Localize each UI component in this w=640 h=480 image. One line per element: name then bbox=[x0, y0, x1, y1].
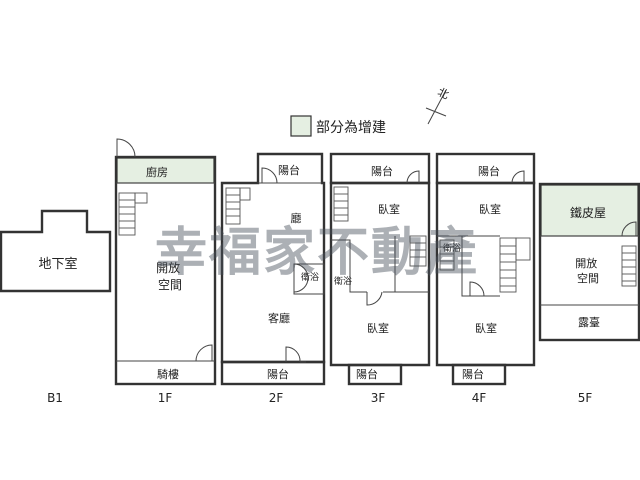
room-kitchen: 廚房 bbox=[146, 165, 168, 179]
floor-4f: 陽台 臥室 衛浴 臥室 陽台 4F bbox=[435, 152, 536, 405]
room-bedroom-bottom-3f: 臥室 bbox=[367, 321, 389, 335]
room-iron-house: 鐵皮屋 bbox=[570, 205, 606, 220]
floor-label-4f: 4F bbox=[472, 391, 487, 405]
room-balcony-bottom-3f: 陽台 bbox=[356, 367, 378, 381]
room-open-space-1f: 開放 空間 bbox=[156, 260, 184, 292]
open-space-1f-line2: 空間 bbox=[158, 278, 182, 292]
room-bedroom-top-4f: 臥室 bbox=[479, 202, 501, 216]
room-balcony-top-4f: 陽台 bbox=[478, 164, 500, 178]
room-living-2f: 客廳 bbox=[268, 311, 290, 325]
room-bedroom-bottom-4f: 臥室 bbox=[475, 321, 497, 335]
room-basement: 地下室 bbox=[38, 256, 77, 272]
floor-label-5f: 5F bbox=[578, 391, 593, 405]
north-arrow-icon: 北 bbox=[425, 85, 451, 125]
room-bedroom-top-3f: 臥室 bbox=[378, 202, 400, 216]
open-space-5f-line2: 空間 bbox=[577, 271, 599, 285]
legend: 部分為增建 bbox=[290, 115, 386, 137]
open-space-5f-line1: 開放 bbox=[575, 256, 597, 270]
floor-label-b1: B1 bbox=[47, 391, 63, 405]
floor-5f: 鐵皮屋 開放 空間 露臺 5F bbox=[538, 182, 640, 405]
room-arcade: 騎樓 bbox=[157, 367, 179, 381]
floor-b1: 地下室 B1 bbox=[0, 209, 112, 405]
legend-text: 部分為增建 bbox=[316, 120, 386, 136]
floor-2f: 陽台 廳 衛浴 客廳 陽台 2F bbox=[220, 152, 326, 405]
floor-label-3f: 3F bbox=[371, 391, 386, 405]
open-space-1f-line1: 開放 bbox=[156, 260, 180, 275]
room-balcony-top-3f: 陽台 bbox=[371, 164, 393, 178]
floor-3f: 陽台 臥室 衛浴 臥室 陽台 3F bbox=[329, 152, 431, 405]
floor-label-2f: 2F bbox=[269, 391, 284, 405]
north-label: 北 bbox=[436, 85, 451, 101]
floor-1f: 廚房 開放 空間 騎樓 1F bbox=[114, 138, 217, 405]
room-terrace: 露臺 bbox=[578, 315, 600, 329]
legend-swatch bbox=[290, 115, 312, 137]
room-balcony-top-2f: 陽台 bbox=[278, 163, 300, 177]
room-bath-4f: 衛浴 bbox=[443, 242, 461, 254]
room-open-space-5f: 開放 空間 bbox=[575, 256, 601, 285]
floor-label-1f: 1F bbox=[158, 391, 173, 405]
room-hall-2f: 廳 bbox=[291, 211, 302, 225]
room-balcony-bottom-4f: 陽台 bbox=[462, 367, 484, 381]
room-bath-3f: 衛浴 bbox=[334, 275, 352, 287]
room-bath-2f: 衛浴 bbox=[301, 271, 319, 283]
room-balcony-bottom-2f: 陽台 bbox=[267, 367, 289, 381]
